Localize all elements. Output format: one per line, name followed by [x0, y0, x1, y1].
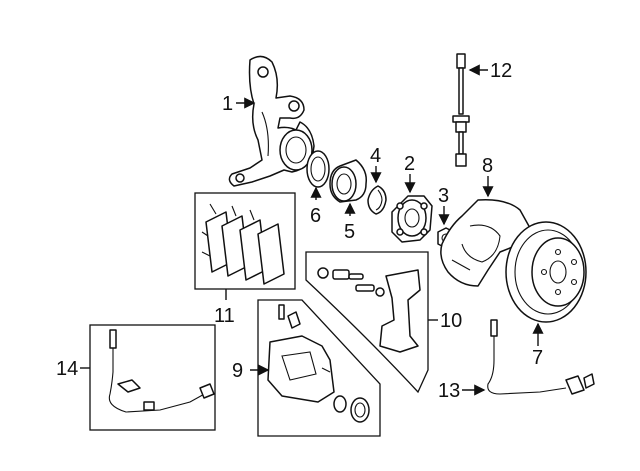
snap-ring: [367, 185, 387, 215]
callout-1: 1: [222, 93, 233, 115]
splash-shield: [440, 198, 531, 287]
wheel-hub: [391, 195, 433, 243]
brake-caliper: [267, 304, 370, 423]
caliper-kit-box: [257, 299, 381, 437]
steering-knuckle: [228, 55, 315, 187]
wheel-speed-sensor-right: [487, 319, 595, 395]
wheel-bearing: [329, 159, 368, 203]
callout-3: 3: [438, 185, 449, 207]
bracket-kit-box: [305, 251, 429, 394]
callout-7: 7: [532, 347, 543, 369]
brake-pads: [201, 203, 285, 285]
callout-14: 14: [56, 358, 78, 380]
callout-6: 6: [310, 205, 321, 227]
wheel-speed-sensor-left: [108, 329, 215, 413]
brake-hose: [452, 53, 470, 167]
callout-12: 12: [490, 60, 512, 82]
caliper-bracket-parts: [317, 267, 421, 353]
callout-11: 11: [214, 305, 235, 327]
sensor-kit-box: [89, 324, 216, 431]
leader-lines: [80, 64, 544, 396]
callout-5: 5: [344, 221, 355, 243]
pad-kit-box: [194, 192, 296, 290]
callout-13: 13: [438, 380, 460, 402]
brake-rotor: [505, 221, 587, 323]
callout-4: 4: [370, 145, 381, 167]
callout-2: 2: [404, 153, 415, 175]
seal-ring: [306, 150, 330, 188]
callout-10: 10: [440, 310, 462, 332]
callout-8: 8: [482, 155, 493, 177]
callout-9: 9: [232, 360, 243, 382]
